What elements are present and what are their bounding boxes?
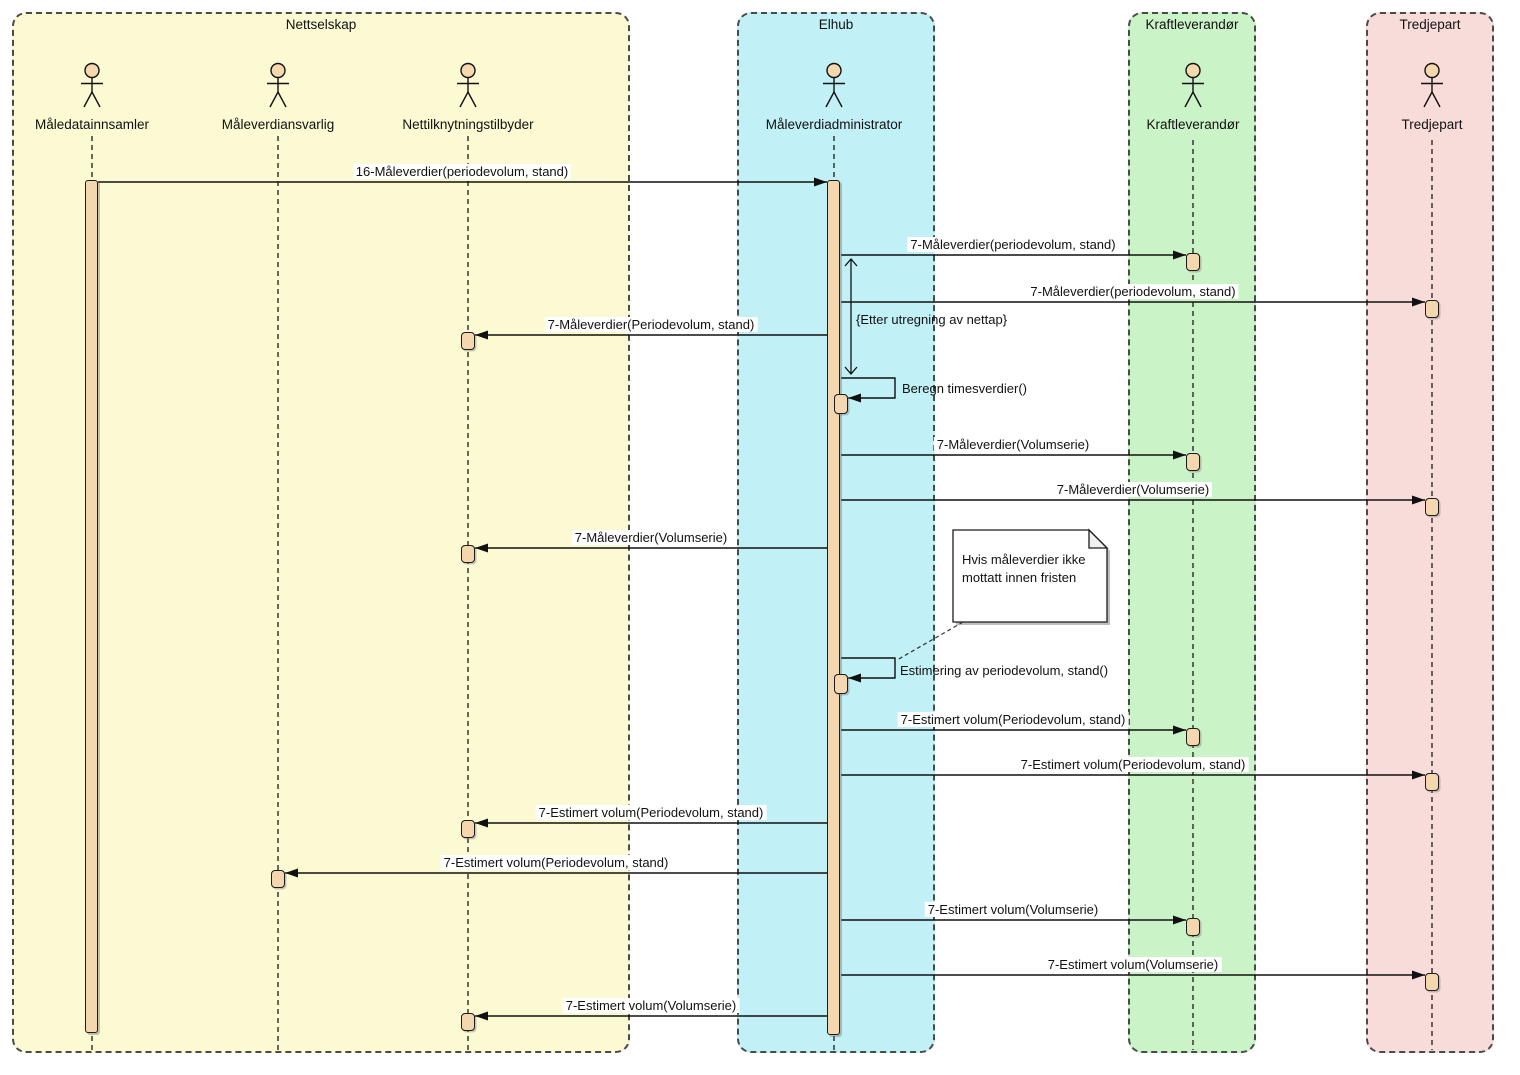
actor-label: Nettilknytningstilbyder <box>402 117 534 132</box>
message-label-6: 7-Måleverdier(Volumserie) <box>1053 482 1213 497</box>
activation-maleverdiansvarlig <box>271 870 285 888</box>
activation-nettilknytningstilbyder <box>461 820 475 838</box>
activation-kraftleverandor <box>1186 453 1200 471</box>
activation-nested-self-1 <box>834 394 848 414</box>
lane-title: Kraftleverandør <box>1145 17 1239 32</box>
activation-kraftleverandor <box>1186 253 1200 271</box>
actor-kraftleverandor: Kraftleverandør <box>1108 62 1278 132</box>
activation-tredjepart <box>1425 300 1439 318</box>
activation-maleverdiadministrator <box>827 180 840 1035</box>
lane-nettselskap <box>12 12 630 1053</box>
lane-title: Tredjepart <box>1399 17 1461 32</box>
message-label-11: 7-Estimert volum(Periodevolum, stand) <box>440 855 672 870</box>
activation-tredjepart <box>1425 498 1439 516</box>
actor-nettilknytningstilbyder: Nettilknytningstilbyder <box>383 62 553 132</box>
actor-label: Kraftleverandør <box>1146 117 1240 132</box>
actor-icon <box>267 62 289 108</box>
actor-label: Måleverdiansvarlig <box>221 117 335 132</box>
lane-title: Nettselskap <box>285 17 357 32</box>
actor-maleverdiansvarlig: Måleverdiansvarlig <box>193 62 363 132</box>
message-label-8: 7-Estimert volum(Periodevolum, stand) <box>897 712 1129 727</box>
lane-tredjepart <box>1366 12 1494 1053</box>
self-message-label-1: Beregn timesverdier() <box>902 381 1027 396</box>
message-label-14: 7-Estimert volum(Volumserie) <box>562 998 740 1013</box>
lane-title: Elhub <box>818 17 854 32</box>
activation-nettilknytningstilbyder <box>461 332 475 350</box>
message-label-2: 7-Måleverdier(periodevolum, stand) <box>907 237 1119 252</box>
activation-kraftleverandor <box>1186 728 1200 746</box>
activation-tredjepart <box>1425 773 1439 791</box>
message-label-13: 7-Estimert volum(Volumserie) <box>1044 957 1222 972</box>
message-label-10: 7-Estimert volum(Periodevolum, stand) <box>535 805 767 820</box>
duration-constraint-label: {Etter utregning av nettap} <box>856 312 1008 327</box>
activation-nettilknytningstilbyder <box>461 545 475 563</box>
actor-maledatainnsamler: Måledatainnsamler <box>7 62 177 132</box>
message-label-12: 7-Estimert volum(Volumserie) <box>924 902 1102 917</box>
actor-icon <box>823 62 845 108</box>
actor-maleverdiadministrator: Måleverdiadministrator <box>749 62 919 132</box>
actor-label: Måleverdiadministrator <box>765 117 903 132</box>
activation-nettilknytningstilbyder <box>461 1013 475 1031</box>
lane-kraftleverandor <box>1128 12 1256 1053</box>
actor-label: Måledatainnsamler <box>34 117 150 132</box>
activation-nested-self-2 <box>834 674 848 694</box>
message-label-3: 7-Måleverdier(periodevolum, stand) <box>1027 284 1239 299</box>
actor-icon <box>457 62 479 108</box>
message-label-7: 7-Måleverdier(Volumserie) <box>571 530 731 545</box>
actor-icon <box>1421 62 1443 108</box>
self-message-label-2: Estimering av periodevolum, stand() <box>900 663 1109 678</box>
message-label-1: 16-Måleverdier(periodevolum, stand) <box>352 164 572 179</box>
note-text: Hvis måleverdier ikke mottatt innen fris… <box>962 552 1086 585</box>
activation-kraftleverandor <box>1186 918 1200 936</box>
actor-tredjepart: Tredjepart <box>1347 62 1517 132</box>
message-label-4: 7-Måleverdier(Periodevolum, stand) <box>544 317 758 332</box>
message-label-9: 7-Estimert volum(Periodevolum, stand) <box>1017 757 1249 772</box>
message-label-5: 7-Måleverdier(Volumserie) <box>933 437 1093 452</box>
actor-label: Tredjepart <box>1401 117 1463 132</box>
actor-icon <box>81 62 103 108</box>
activation-maledatainnsamler <box>85 180 98 1033</box>
actor-icon <box>1182 62 1204 108</box>
activation-tredjepart <box>1425 973 1439 991</box>
